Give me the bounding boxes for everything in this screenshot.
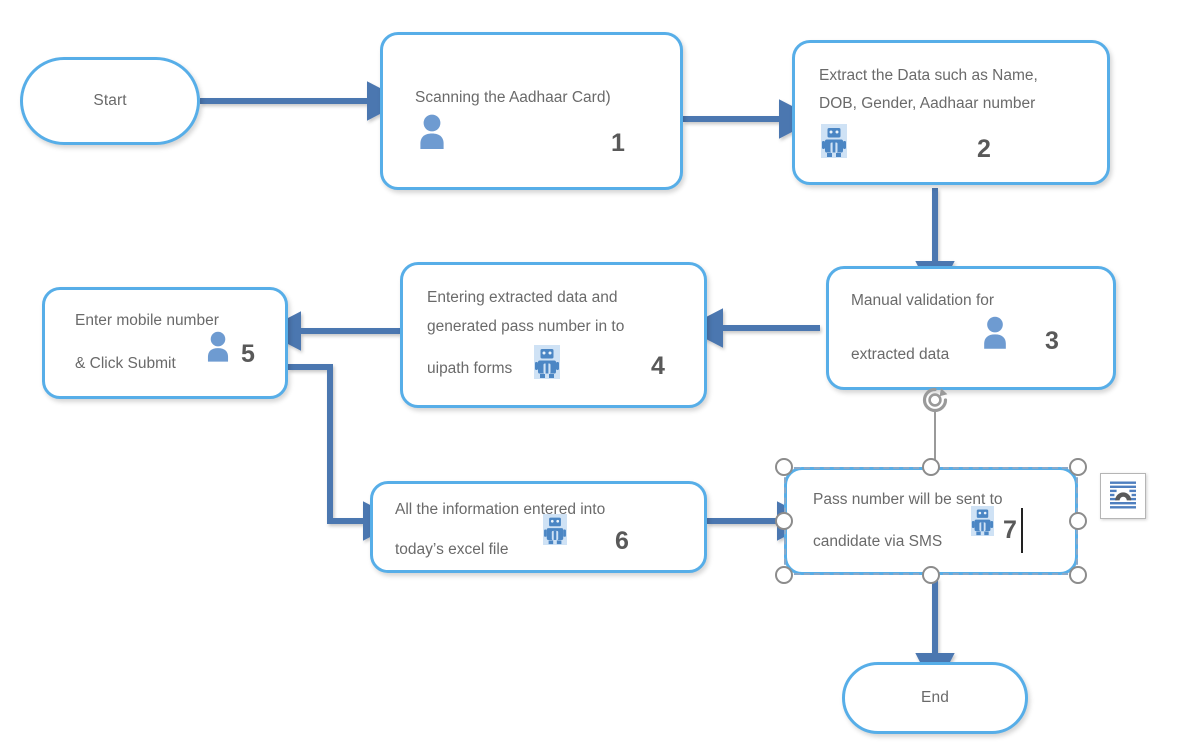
node-step7-label-line1: Pass number will be sent to <box>813 491 1003 508</box>
node-step4[interactable]: Entering extracted data and generated pa… <box>400 262 707 408</box>
selection-handle-bottom-right[interactable] <box>1069 566 1087 584</box>
selection-handle-bottom-center[interactable] <box>922 566 940 584</box>
robot-icon <box>971 506 994 536</box>
node-step6-number: 6 <box>615 527 629 555</box>
person-icon <box>205 330 231 362</box>
selection-handle-top-center[interactable] <box>922 458 940 476</box>
robot-icon <box>543 514 567 545</box>
node-step4-label-line1: Entering extracted data and <box>427 289 618 306</box>
node-step7[interactable]: Pass number will be sent to candidate vi… <box>784 467 1078 575</box>
selection-handle-middle-left[interactable] <box>775 512 793 530</box>
node-step3[interactable]: Manual validation for extracted data 3 <box>826 266 1116 390</box>
person-icon <box>981 315 1009 349</box>
selection-handle-top-left[interactable] <box>775 458 793 476</box>
robot-icon <box>534 345 560 379</box>
node-step3-label-line1: Manual validation for <box>851 292 995 309</box>
node-start[interactable]: Start <box>20 57 200 145</box>
edge-step5-to-step6 <box>288 364 402 541</box>
text-cursor <box>1021 508 1023 553</box>
rotation-stem <box>934 412 936 467</box>
layout-options-button[interactable] <box>1100 473 1146 519</box>
node-step7-label-line2: candidate via SMS <box>813 533 943 550</box>
node-step6[interactable]: All the information entered into today’s… <box>370 481 707 573</box>
node-step6-label-line2: today’s excel file <box>395 541 509 558</box>
node-step2[interactable]: Extract the Data such as Name, DOB, Gend… <box>792 40 1110 185</box>
node-step3-number: 3 <box>1045 327 1059 355</box>
node-end[interactable]: End <box>842 662 1028 734</box>
node-start-label: Start <box>93 92 127 109</box>
selection-handle-bottom-left[interactable] <box>775 566 793 584</box>
node-step4-number: 4 <box>651 352 665 380</box>
node-step4-label-line2: generated pass number in to <box>427 318 625 335</box>
node-step5-label-line1: Enter mobile number <box>75 312 219 329</box>
spellcheck-underline <box>427 378 475 382</box>
node-step1[interactable]: Scanning the Aadhaar Card) 1 <box>380 32 683 190</box>
node-end-label: End <box>921 689 949 706</box>
selection-handle-middle-right[interactable] <box>1069 512 1087 530</box>
node-step5[interactable]: Enter mobile number & Click Submit 5 <box>42 287 288 399</box>
node-step2-number: 2 <box>977 135 991 163</box>
robot-icon <box>821 124 847 158</box>
node-step1-number: 1 <box>611 129 625 157</box>
node-step7-number: 7 <box>1003 516 1017 544</box>
rotate-icon[interactable] <box>920 385 950 415</box>
node-step2-label: Extract the Data such as Name, DOB, Gend… <box>819 67 1038 112</box>
node-step5-label-line2: & Click Submit <box>75 355 176 372</box>
person-icon <box>417 113 447 149</box>
selection-handle-top-right[interactable] <box>1069 458 1087 476</box>
node-step4-label-line3: uipath forms <box>427 360 513 377</box>
node-step1-label: Scanning the Aadhaar Card) <box>415 89 611 106</box>
text-wrap-square-icon <box>1105 476 1141 517</box>
node-step5-number: 5 <box>241 340 255 368</box>
node-step6-label-line1: All the information entered into <box>395 501 606 518</box>
node-step3-label-line2: extracted data <box>851 346 950 363</box>
